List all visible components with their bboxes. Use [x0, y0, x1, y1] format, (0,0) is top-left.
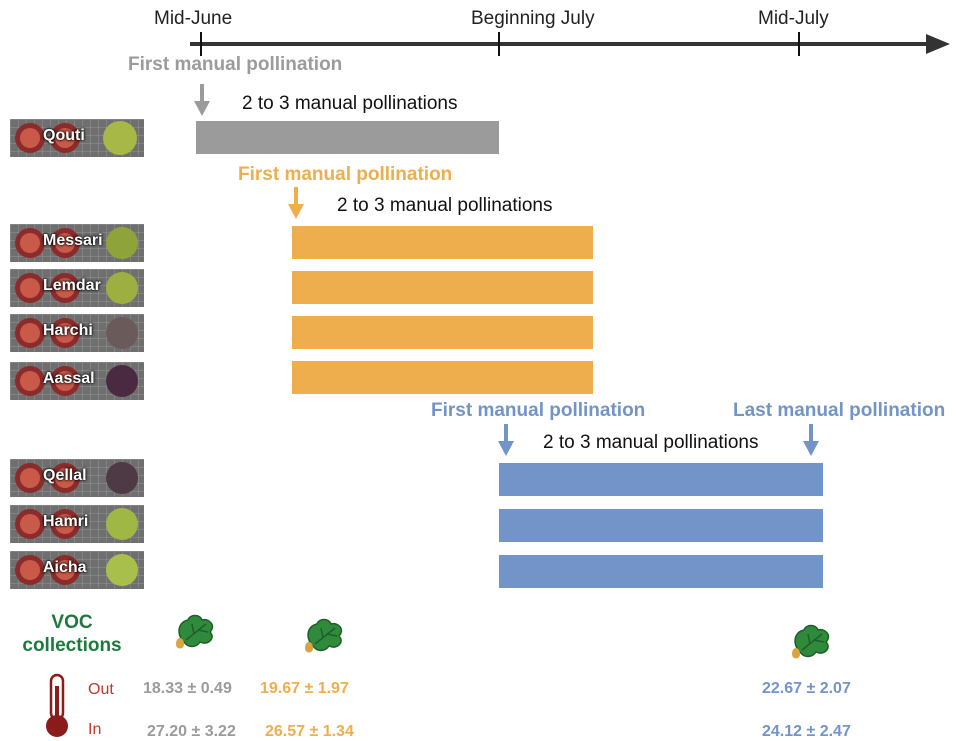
blue-pollination-count: 2 to 3 manual pollinations — [543, 432, 759, 453]
orange-arrow-icon — [288, 187, 304, 219]
variety-label-messari: Messari — [43, 232, 103, 249]
timeline-axis — [190, 32, 950, 56]
fig-photo-qellal: Qellal — [10, 459, 144, 497]
variety-label-aicha: Aicha — [43, 559, 87, 576]
orange-bar-aassal — [292, 361, 593, 394]
fig-photo-qouti: Qouti — [10, 119, 144, 157]
fig-leaf-icon — [305, 618, 343, 653]
blue-bar-qellal — [499, 463, 823, 496]
variety-label-qouti: Qouti — [43, 127, 85, 144]
gray-bar-qouti — [196, 121, 499, 154]
orange-first-pollination-label: First manual pollination — [238, 164, 453, 185]
temp-out-orange: 19.67 ± 1.97 — [260, 680, 349, 697]
temp-out-label: Out — [88, 681, 114, 698]
orange-bar-harchi — [292, 316, 593, 349]
fig-leaf-icon — [176, 614, 214, 649]
temp-in-orange: 26.57 ± 1.34 — [265, 723, 354, 740]
blue-bar-hamri — [499, 509, 823, 542]
fig-photo-harchi: Harchi — [10, 314, 144, 352]
voc-collections-label: VOC collections — [16, 611, 128, 657]
variety-label-aassal: Aassal — [43, 370, 95, 387]
blue-bar-aicha — [499, 555, 823, 588]
gray-arrow-icon — [194, 84, 210, 116]
voc-label-line2: collections — [22, 635, 122, 656]
gray-first-pollination-label: First manual pollination — [128, 54, 343, 75]
blue-last-pollination-label: Last manual pollination — [733, 400, 946, 421]
blue-first-pollination-label: First manual pollination — [431, 400, 646, 421]
tick-label-beginning-july: Beginning July — [471, 8, 595, 29]
fig-photo-lemdar: Lemdar — [10, 269, 144, 307]
variety-label-lemdar: Lemdar — [43, 277, 101, 294]
gray-pollination-count: 2 to 3 manual pollinations — [242, 93, 458, 114]
orange-bar-lemdar — [292, 271, 593, 304]
temp-in-gray: 27.20 ± 3.22 — [147, 723, 236, 740]
variety-label-harchi: Harchi — [43, 322, 93, 339]
thermometer-icon — [46, 673, 68, 737]
temp-in-blue: 24.12 ± 2.47 — [762, 723, 851, 740]
fig-photo-messari: Messari — [10, 224, 144, 262]
temp-out-gray: 18.33 ± 0.49 — [143, 680, 232, 697]
blue-first-arrow-icon — [498, 424, 514, 456]
orange-bar-messari — [292, 226, 593, 259]
tick-label-mid-june: Mid-June — [154, 8, 233, 29]
variety-label-hamri: Hamri — [43, 513, 89, 530]
voc-label-line1: VOC — [51, 612, 93, 633]
blue-last-arrow-icon — [803, 424, 819, 456]
fig-photo-aicha: Aicha — [10, 551, 144, 589]
temp-in-label: In — [88, 721, 102, 738]
tick-label-mid-july: Mid-July — [758, 8, 829, 29]
fig-leaf-icon — [792, 624, 830, 659]
orange-pollination-count: 2 to 3 manual pollinations — [337, 195, 553, 216]
temp-out-blue: 22.67 ± 2.07 — [762, 680, 851, 697]
variety-label-qellal: Qellal — [43, 467, 87, 484]
fig-photo-hamri: Hamri — [10, 505, 144, 543]
fig-photo-aassal: Aassal — [10, 362, 144, 400]
